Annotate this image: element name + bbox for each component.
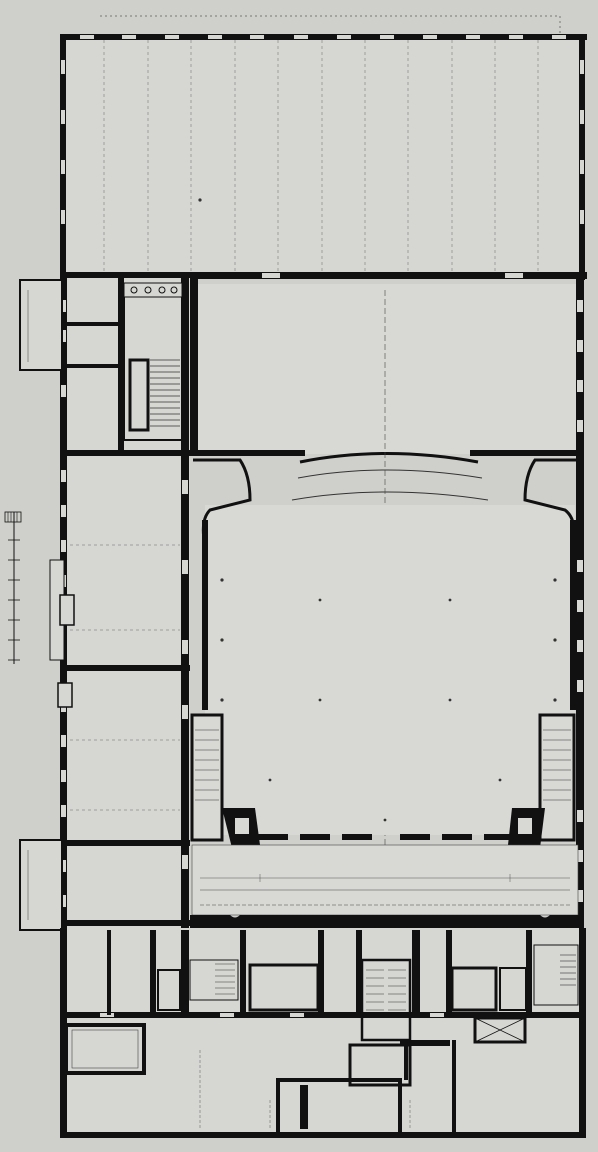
staircase-icon [189, 944, 579, 1042]
left-wing [19, 278, 190, 931]
lower-rooms [60, 928, 586, 1138]
scale-bar-icon [4, 511, 22, 664]
staircase-icon [123, 282, 183, 441]
stage-room [60, 34, 587, 280]
orchestra-curve [299, 452, 479, 464]
main-hall [205, 505, 575, 835]
auditorium [190, 198, 584, 930]
foyer [191, 844, 579, 916]
staircase-icon [190, 713, 576, 842]
bay-upper [19, 279, 63, 371]
bay-lower [19, 839, 63, 931]
column-icon [198, 198, 557, 822]
stage-outline-dashed [100, 15, 561, 36]
entrance-block [276, 1078, 402, 1136]
